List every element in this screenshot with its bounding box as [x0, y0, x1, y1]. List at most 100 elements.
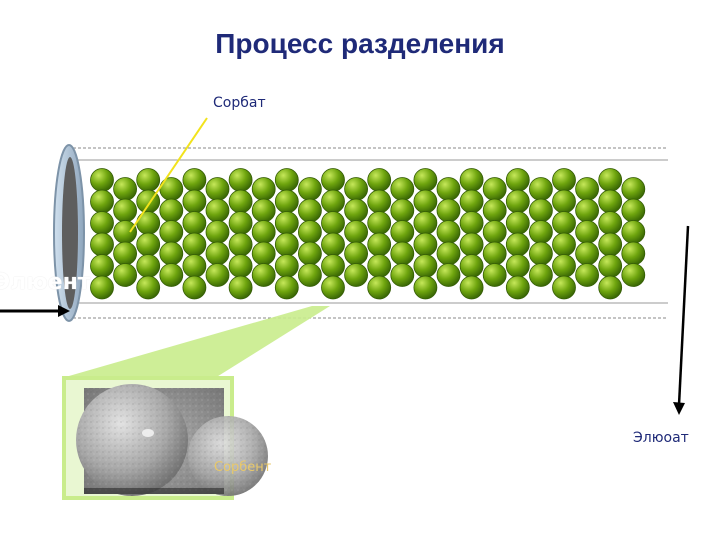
- sorbent-bead: [390, 198, 415, 223]
- sorbent-bead: [344, 220, 369, 244]
- sorbent-bead: [321, 232, 345, 257]
- sorbent-bead: [575, 220, 599, 244]
- sorbent-bead: [90, 254, 114, 278]
- sorbent-bead: [228, 232, 253, 257]
- sorbent-bead: [205, 241, 230, 266]
- sorbat-pointer-line: [129, 117, 208, 233]
- sorbent-bead: [621, 198, 646, 223]
- sorbent-bead: [436, 177, 461, 201]
- sorbent-bead: [390, 241, 415, 266]
- sorbent-bead: [621, 177, 646, 201]
- sorbent-bead: [251, 198, 276, 223]
- sorbent-bead: [390, 177, 415, 201]
- sorbent-bead: [390, 220, 415, 244]
- sorbent-bead: [459, 275, 484, 300]
- sorbent-bead: [344, 177, 369, 201]
- sorbent-bead: [598, 211, 623, 235]
- sorbent-bead: [344, 198, 369, 223]
- sorbent-bead: [113, 198, 137, 223]
- sorbent-bead: [113, 177, 137, 201]
- sorbent-bead: [136, 232, 161, 257]
- sorbent-bead: [529, 177, 553, 201]
- sorbent-bead: [159, 177, 184, 201]
- sorbent-bead: [90, 168, 114, 192]
- sorbent-bead: [344, 241, 369, 266]
- sorbent-bead: [182, 232, 207, 257]
- sorbent-bead: [367, 254, 392, 278]
- sorbent-bead: [251, 241, 276, 266]
- sorbent-bead: [575, 198, 599, 223]
- sorbent-bead: [505, 232, 530, 257]
- sorbent-bead: [321, 189, 345, 214]
- sorbent-bead: [90, 211, 114, 235]
- sorbent-bead: [552, 232, 576, 257]
- sorbent-bead: [274, 211, 299, 235]
- sorbent-bead: [482, 241, 507, 266]
- sorbent-bead: [367, 189, 392, 214]
- sorbent-bead: [436, 220, 461, 244]
- sorbent-bead: [552, 189, 576, 214]
- sorbent-bead: [228, 254, 253, 278]
- sorbent-bead: [159, 263, 184, 287]
- sorbent-bead: [505, 211, 530, 235]
- sorbent-bead: [90, 275, 114, 300]
- sorbent-bead: [505, 275, 530, 300]
- sorbent-bead: [136, 211, 161, 235]
- sorbent-bead: [113, 263, 137, 287]
- sorbent-bead: [621, 241, 646, 266]
- sorbent-bead: [205, 220, 230, 244]
- sorbent-bead: [90, 232, 114, 257]
- eluat-arrow: [673, 225, 690, 415]
- sorbent-bead: [297, 198, 322, 223]
- sorbent-bead: [505, 189, 530, 214]
- sorbent-bead: [552, 254, 576, 278]
- sorbent-bead: [459, 189, 484, 214]
- sorbent-bead: [136, 275, 161, 300]
- sorbent-bead: [529, 263, 553, 287]
- sorbent-bead: [413, 232, 438, 257]
- sorbent-bead: [598, 275, 623, 300]
- sorbent-bead: [598, 189, 623, 214]
- sorbent-bead: [505, 168, 530, 192]
- sorbent-bead: [390, 263, 415, 287]
- sorbent-bead: [182, 275, 207, 300]
- sorbent-bead: [529, 198, 553, 223]
- sorbent-bead: [367, 211, 392, 235]
- sorbent-bead: [552, 168, 576, 192]
- sorbent-bead: [159, 220, 184, 244]
- sorbent-bead: [459, 168, 484, 192]
- sorbent-bead: [251, 220, 276, 244]
- sorbent-bead: [482, 263, 507, 287]
- sorbent-bead: [598, 232, 623, 257]
- sorbent-bead: [367, 168, 392, 192]
- column-inlet-cap: [53, 144, 85, 322]
- sorbent-bead: [182, 168, 207, 192]
- sorbent-bead: [367, 232, 392, 257]
- sorbent-bead: [205, 177, 230, 201]
- sorbent-label: Сорбент: [214, 460, 272, 475]
- column-tube: [68, 147, 668, 319]
- sorbat-label: Сорбат: [213, 95, 266, 111]
- sorbent-bead: [321, 211, 345, 235]
- sorbent-bead: [575, 263, 599, 287]
- sorbent-bead: [274, 254, 299, 278]
- sorbent-bead: [459, 211, 484, 235]
- sorbent-bead: [297, 177, 322, 201]
- sorbent-bead: [274, 275, 299, 300]
- sorbent-bead: [205, 263, 230, 287]
- sorbent-bead: [529, 220, 553, 244]
- sorbent-bead: [598, 254, 623, 278]
- sorbent-bead: [575, 241, 599, 266]
- sorbent-bead: [413, 211, 438, 235]
- sorbent-bead: [274, 232, 299, 257]
- sorbent-bead: [297, 263, 322, 287]
- sem-micrograph: [76, 384, 268, 496]
- sorbent-bead: [552, 211, 576, 235]
- sorbent-bead: [159, 241, 184, 266]
- sorbent-bead: [529, 241, 553, 266]
- eluat-label: Элюоат: [633, 430, 689, 446]
- sorbent-bead: [274, 168, 299, 192]
- sorbent-bead: [321, 275, 345, 300]
- sorbent-bead: [297, 241, 322, 266]
